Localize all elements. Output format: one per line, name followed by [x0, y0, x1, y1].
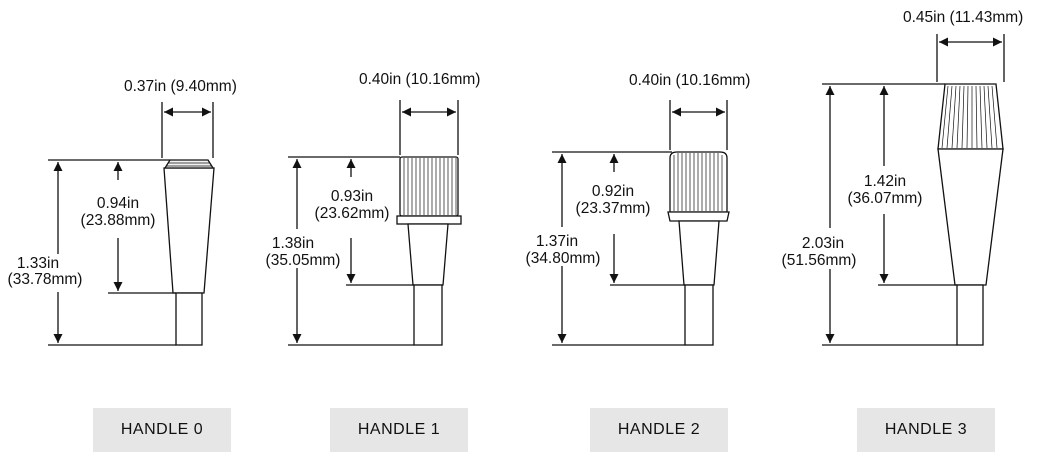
handle-3-grip-mm-text: (36.07mm): [848, 190, 923, 207]
handle-1-grip-in-text: 0.93in: [331, 188, 373, 205]
handle-2-outline: [667, 151, 730, 346]
handle-3-label: HANDLE 3: [857, 408, 995, 452]
handle-3-width-text: 0.45in (11.43mm): [903, 9, 1023, 26]
handle-0-width-text: 0.37in (9.40mm): [124, 78, 237, 95]
handle-2-extension-lines: [552, 151, 685, 346]
handle-3-width-dimension: [936, 34, 1005, 82]
handle-1-total-mm-text: (35.05mm): [266, 252, 341, 269]
handle-3-drawing: [822, 34, 1005, 346]
handle-1-outline: [396, 156, 462, 346]
handle-2-grip-mm-text: (23.37mm): [576, 200, 651, 217]
handle-1-drawing: [288, 100, 462, 346]
handle-0-width-dimension: [161, 102, 214, 158]
handle-0-drawing: [48, 102, 215, 346]
handle-0-total-in-text: 1.33in: [17, 255, 59, 272]
handle-3-total-in-text: 2.03in: [802, 235, 844, 252]
handle-1-grip-mm-text: (23.62mm): [315, 205, 390, 222]
handle-1-extension-lines: [288, 156, 414, 346]
handle-2-total-mm-text: (34.80mm): [526, 250, 601, 267]
handle-2-width-dimension: [669, 100, 728, 150]
handle-0-total-mm-text: (33.78mm): [8, 271, 83, 288]
handle-2-width-text: 0.40in (10.16mm): [629, 72, 750, 89]
handle-3-outline: [937, 83, 1004, 346]
handle-0-grip-in-text: 0.94in: [97, 195, 139, 212]
handle-0-outline: [163, 159, 215, 346]
handle-0-extension-lines: [48, 159, 176, 346]
handle-1-total-in-text: 1.38in: [272, 235, 314, 252]
handle-0-grip-mm-text: (23.88mm): [81, 212, 156, 229]
handle-2-grip-in-text: 0.92in: [592, 183, 634, 200]
handle-1-label: HANDLE 1: [330, 408, 468, 452]
handle-3-total-mm-text: (51.56mm): [782, 252, 857, 269]
handle-2-label: HANDLE 2: [590, 408, 728, 452]
handle-1-width-dimension: [399, 100, 459, 155]
handle-2-drawing: [552, 100, 730, 346]
handle-3-grip-in-text: 1.42in: [864, 173, 906, 190]
handle-1-width-text: 0.40in (10.16mm): [359, 71, 480, 88]
handle-0-label: HANDLE 0: [93, 408, 231, 452]
handle-2-total-in-text: 1.37in: [536, 233, 578, 250]
handle-3-extension-lines: [822, 83, 957, 346]
